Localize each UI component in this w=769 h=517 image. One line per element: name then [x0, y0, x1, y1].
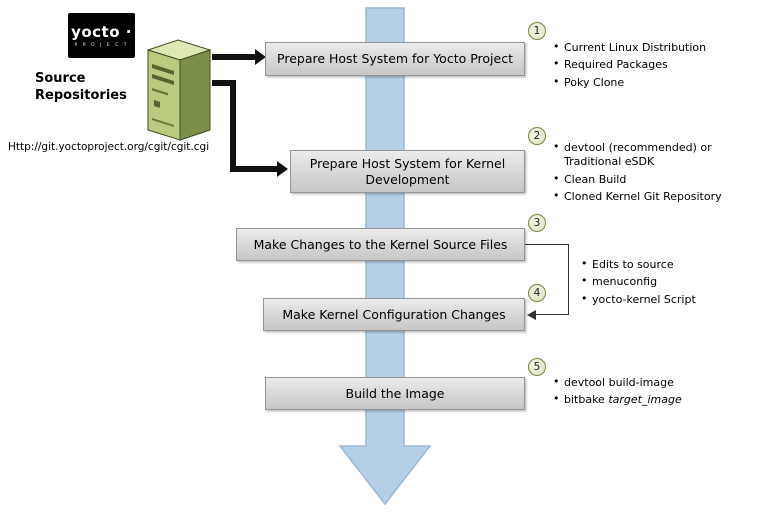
step4-box: Make Kernel Configuration Changes — [263, 298, 525, 331]
step3-bracket-line — [525, 244, 568, 245]
arrow-to-step2-horizontal — [230, 166, 278, 172]
note-item: menuconfig — [579, 274, 749, 289]
step5-number-badge: 5 — [528, 358, 546, 376]
note-item: Cloned Kernel Git Repository — [551, 189, 729, 204]
step2-label: Prepare Host System for Kernel Developme… — [309, 155, 506, 187]
source-repositories-line1: Source — [35, 71, 86, 86]
step1-label: Prepare Host System for Yocto Project — [277, 51, 513, 67]
step5-notes: devtool build-image bitbake target_image — [551, 375, 751, 411]
computer-tower-icon — [146, 39, 212, 141]
step2-number-badge: 2 — [528, 127, 546, 145]
arrow-to-step1-line — [212, 54, 256, 60]
arrow-to-step2-head — [277, 161, 288, 177]
step2-box: Prepare Host System for Kernel Developme… — [290, 150, 525, 193]
step1-box: Prepare Host System for Yocto Project — [265, 42, 525, 76]
step5-number: 5 — [533, 361, 541, 373]
step2-number: 2 — [533, 130, 541, 142]
step1-number: 1 — [533, 25, 541, 37]
source-repositories-label: Source Repositories — [35, 71, 127, 105]
step3-box: Make Changes to the Kernel Source Files — [236, 228, 525, 261]
yocto-logo-subtext: P R O J E C T — [74, 43, 129, 48]
step3-4-notes: Edits to source menuconfig yocto-kernel … — [579, 257, 749, 310]
step4-label: Make Kernel Configuration Changes — [282, 306, 506, 322]
note-item: Required Packages — [551, 57, 751, 72]
yocto-logo-text: yocto · — [71, 23, 132, 41]
repository-url: Http://git.yoctoproject.org/cgit/cgit.cg… — [8, 141, 210, 153]
step2-notes: devtool (recommended) or Traditional eSD… — [551, 140, 729, 207]
step4-bracket-arrowhead — [527, 310, 536, 320]
note-item: Edits to source — [579, 257, 749, 272]
step4-number: 4 — [533, 287, 541, 299]
step1-number-badge: 1 — [528, 22, 546, 40]
source-repositories-line2: Repositories — [35, 87, 127, 103]
step1-notes: Current Linux Distribution Required Pack… — [551, 40, 751, 93]
bracket-vertical-line — [568, 244, 569, 315]
step4-bracket-line — [535, 314, 568, 315]
note-item: Clean Build — [551, 172, 729, 187]
arrow-to-step2-vertical — [230, 80, 236, 172]
step3-number: 3 — [533, 217, 541, 229]
note-item: devtool (recommended) or Traditional eSD… — [551, 140, 729, 170]
step3-label: Make Changes to the Kernel Source Files — [253, 236, 508, 252]
yocto-logo: yocto · P R O J E C T — [68, 13, 135, 58]
note-item: Current Linux Distribution — [551, 40, 751, 55]
step4-number-badge: 4 — [528, 284, 546, 302]
step5-box: Build the Image — [265, 377, 525, 410]
arrow-to-step2-stub — [212, 80, 236, 86]
bitbake-target-arg: target_image — [608, 393, 682, 407]
arrow-to-step1-head — [255, 49, 266, 65]
note-item: bitbake target_image — [551, 392, 751, 407]
step3-number-badge: 3 — [528, 214, 546, 232]
step5-label: Build the Image — [345, 385, 445, 401]
note-item: yocto-kernel Script — [579, 292, 749, 307]
bitbake-command: bitbake — [564, 393, 609, 407]
note-item: Poky Clone — [551, 75, 751, 90]
note-item: devtool build-image — [551, 375, 751, 390]
